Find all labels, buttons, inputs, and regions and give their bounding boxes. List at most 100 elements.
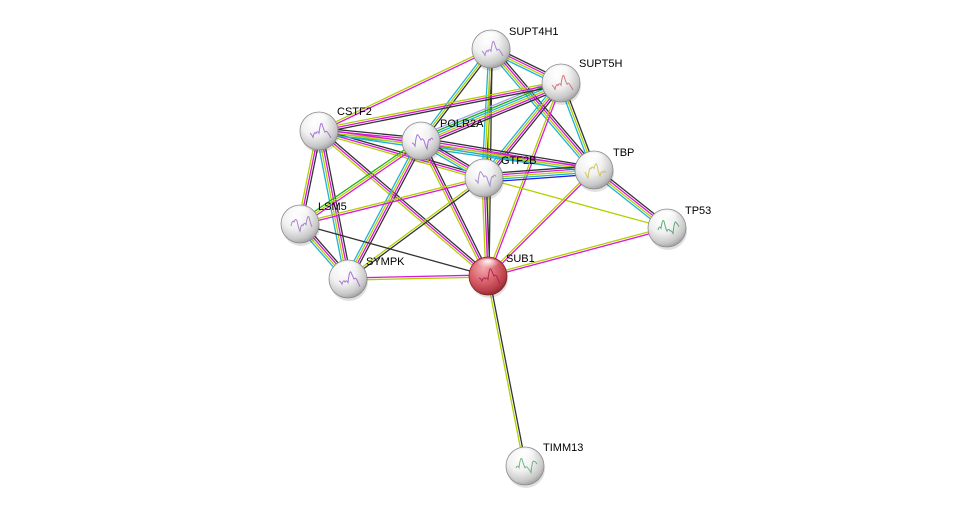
node-tbp[interactable]: TBP: [574, 147, 634, 192]
edge-tbp-sub1[interactable]: [486, 168, 596, 278]
edge-evidence-black: [488, 275, 527, 466]
edge-gtf2b-tp53[interactable]: [483, 177, 668, 229]
edge-evidence-yellow-green: [421, 83, 562, 143]
node-polr2a[interactable]: POLR2A: [401, 118, 484, 163]
edge-polr2a-sympk[interactable]: [344, 139, 425, 281]
edge-evidence-cyan: [481, 80, 560, 177]
node-highlight: [307, 113, 331, 128]
edge-evidence-yellow-green: [317, 131, 348, 280]
edge-evidence-black: [321, 130, 352, 279]
node-sympk[interactable]: SYMPK: [328, 256, 405, 301]
edge-tp53-sub1[interactable]: [487, 226, 668, 278]
edge-evidence-magenta: [348, 141, 423, 280]
edge-evidence-yellow-green: [348, 276, 489, 281]
node-cstf2[interactable]: CSTF2: [299, 106, 372, 153]
edge-evidence-yellow-green: [318, 132, 484, 181]
edge-evidence-magenta: [300, 142, 423, 227]
edge-evidence-black: [348, 178, 486, 281]
protein-structure-icon: [411, 134, 434, 151]
node-highlight: [582, 152, 606, 167]
node-highlight: [288, 206, 312, 221]
edge-evidence-cyan: [488, 50, 593, 173]
edge-polr2a-lsm5[interactable]: [298, 138, 423, 227]
node-highlight: [655, 210, 679, 225]
edge-lsm5-sub1[interactable]: [299, 223, 489, 277]
edge-evidence-black: [350, 142, 425, 281]
edge-supt5h-cstf2[interactable]: [318, 80, 562, 134]
edge-evidence-yellow-green: [346, 140, 421, 279]
edge-evidence-cyan: [344, 139, 419, 278]
edge-evidence-magenta: [318, 130, 489, 277]
edge-evidence-yellow-green: [486, 276, 525, 467]
edge-evidence-magenta: [421, 85, 563, 145]
edge-evidence-magenta: [421, 139, 595, 170]
edge-evidence-black: [319, 128, 490, 275]
node-supt4h1[interactable]: SUPT4H1: [471, 26, 559, 71]
edge-evidence-black: [422, 139, 491, 276]
edge-evidence-yellow-green: [420, 141, 594, 172]
edge-evidence-yellow-green: [489, 49, 594, 172]
edge-evidence-magenta: [319, 130, 350, 279]
edge-sub1-timm13[interactable]: [486, 275, 527, 467]
edge-evidence-yellow-green: [317, 132, 488, 279]
node-label-tp53: TP53: [685, 205, 711, 217]
edge-evidence-magenta: [300, 178, 485, 226]
protein-structure-icon: [474, 171, 497, 188]
edge-evidence-black: [299, 223, 489, 277]
node-highlight: [336, 261, 360, 276]
node-lsm5[interactable]: LSM5: [280, 201, 347, 246]
edge-evidence-yellow-green: [318, 47, 491, 131]
node-highlight: [479, 31, 503, 46]
edge-supt4h1-cstf2[interactable]: [318, 47, 492, 133]
edge-evidence-green: [298, 138, 421, 223]
edge-gtf2b-sympk[interactable]: [346, 176, 486, 281]
edge-evidence-yellow-green: [483, 177, 668, 229]
edge-evidence-black: [319, 84, 562, 134]
edge-cstf2-sub1[interactable]: [317, 128, 490, 279]
edge-evidence-magenta: [484, 83, 563, 180]
node-label-polr2a: POLR2A: [440, 118, 484, 130]
edge-sympk-sub1[interactable]: [347, 274, 489, 281]
node-highlight: [549, 65, 573, 80]
edge-evidence-yellow-green: [482, 81, 561, 178]
node-label-supt4h1: SUPT4H1: [509, 26, 559, 38]
node-label-sub1: SUB1: [506, 253, 535, 265]
edge-evidence-magenta: [488, 228, 668, 278]
edge-supt5h-gtf2b[interactable]: [481, 80, 564, 181]
node-timm13[interactable]: TIMM13: [505, 442, 583, 488]
node-label-supt5h: SUPT5H: [579, 58, 622, 70]
edge-supt4h1-tbp[interactable]: [488, 46, 597, 173]
edge-evidence-yellow-green: [318, 80, 561, 130]
edge-evidence-magenta: [488, 170, 596, 278]
edge-evidence-yellow-green: [299, 140, 422, 225]
edge-evidence-black: [421, 137, 595, 168]
edge-evidence-yellow-green: [487, 226, 667, 276]
protein-structure-icon: [515, 457, 538, 475]
node-label-cstf2: CSTF2: [337, 106, 372, 118]
node-label-sympk: SYMPK: [366, 256, 405, 268]
node-tp53[interactable]: TP53: [647, 205, 711, 250]
edge-evidence-magenta: [318, 82, 562, 132]
edge-evidence-yellow-green: [486, 168, 594, 276]
edges-layer: [297, 45, 670, 467]
node-highlight: [472, 160, 496, 175]
node-supt5h[interactable]: SUPT5H: [541, 58, 622, 105]
node-highlight: [513, 448, 537, 463]
edge-evidence-cyan: [420, 81, 561, 141]
edge-evidence-black: [422, 87, 564, 147]
edge-evidence-yellow-green: [346, 176, 484, 279]
edge-evidence-yellow-green: [299, 176, 484, 224]
node-label-tbp: TBP: [613, 147, 634, 159]
node-gtf2b[interactable]: GTF2B: [464, 155, 536, 200]
edge-evidence-magenta: [347, 274, 488, 279]
edge-polr2a-sub1[interactable]: [418, 139, 491, 278]
edge-evidence-magenta: [319, 49, 492, 133]
node-label-timm13: TIMM13: [543, 442, 583, 454]
edge-evidence-magenta: [488, 83, 563, 277]
edge-gtf2b-lsm5[interactable]: [299, 176, 485, 226]
edge-evidence-black: [485, 84, 564, 181]
edge-evidence-magenta: [420, 140, 489, 277]
node-sub1[interactable]: SUB1: [468, 253, 535, 298]
